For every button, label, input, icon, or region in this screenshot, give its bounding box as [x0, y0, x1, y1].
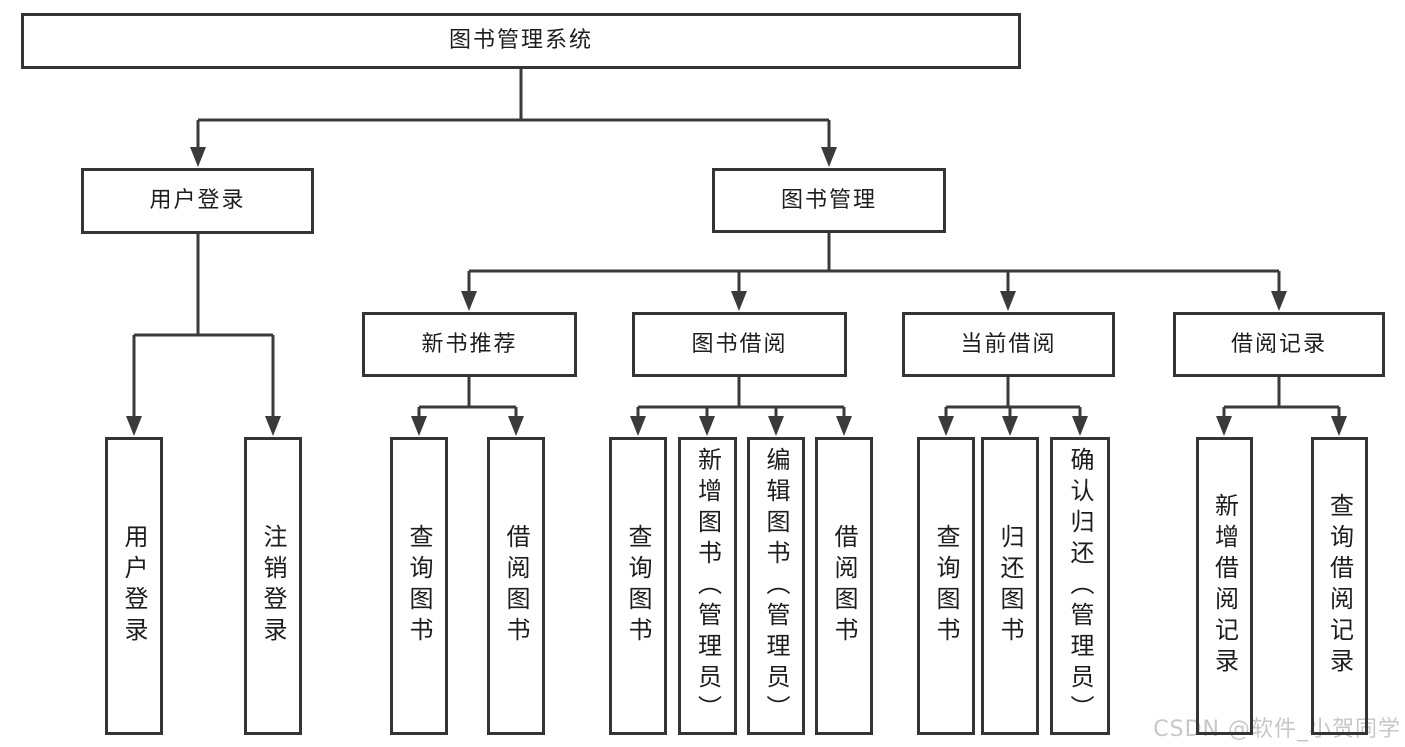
node-leaf-add-borrow-record: 新增借阅记录 — [1196, 437, 1253, 735]
node-leaf-confirm-return-admin: 确认归还（管理员） — [1050, 437, 1110, 735]
node-leaf-query-book-2: 查询图书 — [609, 437, 667, 735]
node-leaf-return-book: 归还图书 — [981, 437, 1039, 735]
node-new-book-recommend: 新书推荐 — [362, 312, 577, 377]
node-leaf-query-book-3: 查询图书 — [917, 437, 975, 735]
node-book-management: 图书管理 — [712, 168, 946, 233]
node-leaf-query-book-1: 查询图书 — [390, 437, 448, 735]
arrowheads-new-book-rec-children — [411, 416, 524, 436]
arrowheads-current-borrow-children — [938, 416, 1088, 436]
node-leaf-query-borrow-record: 查询借阅记录 — [1311, 437, 1368, 735]
connector-book-borrow-branch — [636, 377, 846, 418]
arrowheads-user-login-children — [126, 416, 281, 436]
node-book-borrow: 图书借阅 — [632, 312, 847, 377]
node-user-login: 用户登录 — [81, 168, 314, 234]
node-leaf-add-book-admin: 新增图书（管理员） — [678, 437, 737, 735]
connector-borrow-records-branch — [1222, 377, 1341, 418]
connector-new-book-rec-branch — [417, 377, 518, 418]
arrowheads-book-borrow-children — [630, 416, 852, 436]
connector-current-borrow-branch — [944, 377, 1082, 418]
csdn-watermark: CSDN @软件_小贺同学 — [1153, 717, 1401, 742]
node-leaf-borrow-book-2: 借阅图书 — [815, 437, 873, 735]
arrowheads-borrow-records-children — [1216, 416, 1347, 436]
arrowheads-level3 — [461, 291, 1287, 311]
node-leaf-logout: 注销登录 — [244, 437, 302, 735]
arrowheads-level2 — [190, 147, 837, 167]
connector-root-to-level2 — [196, 69, 831, 149]
node-current-borrow: 当前借阅 — [902, 312, 1115, 377]
node-borrow-records: 借阅记录 — [1173, 312, 1385, 377]
node-leaf-edit-book-admin: 编辑图书（管理员） — [747, 437, 805, 735]
node-root-library-system: 图书管理系统 — [21, 13, 1021, 69]
node-leaf-borrow-book-1: 借阅图书 — [487, 437, 545, 735]
connector-book-mgmt-branch — [467, 233, 1281, 293]
connector-user-login-branch — [132, 234, 275, 418]
node-leaf-user-login: 用户登录 — [105, 437, 163, 735]
